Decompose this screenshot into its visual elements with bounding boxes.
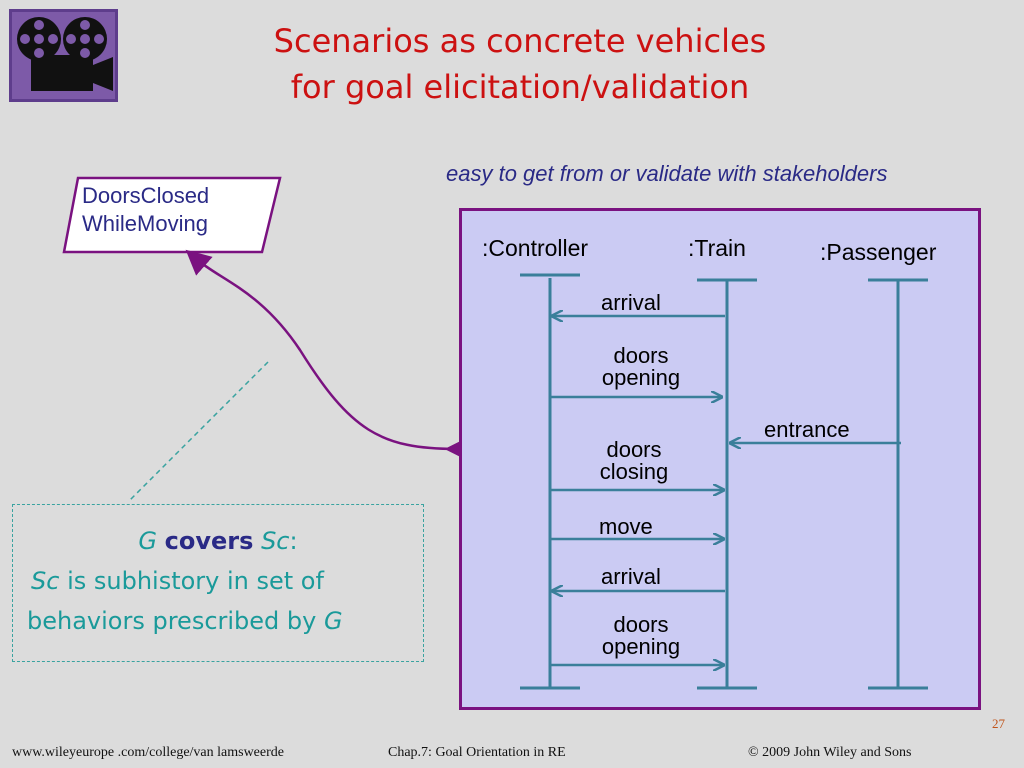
goal-label-line-2: WhileMoving — [82, 211, 208, 236]
scenario-symbol-2: Sc — [31, 567, 60, 595]
goal-node: DoorsClosed WhileMoving — [62, 176, 282, 256]
goal-symbol-2: G — [323, 607, 343, 635]
footer-copyright: © 2009 John Wiley and Sons — [748, 745, 912, 760]
message-label-doors-closing: doors closing — [579, 439, 689, 483]
film-camera-icon — [9, 9, 118, 102]
goal-symbol: G — [138, 527, 158, 555]
message-label-doors-opening-1: doors opening — [586, 345, 696, 389]
colon: : — [289, 527, 298, 555]
scenario-symbol: Sc — [261, 527, 290, 555]
message-label-move: move — [599, 514, 653, 539]
refinement-arrow — [185, 249, 470, 462]
covers-line-3: behaviors prescribed by G — [27, 607, 343, 635]
title-line-2: for goal elicitation/validation — [290, 68, 750, 106]
message-label-arrival-1: arrival — [601, 290, 661, 315]
tagline: easy to get from or validate with stakeh… — [446, 161, 888, 186]
msg-line: closing — [599, 459, 669, 484]
covers-keyword: covers — [164, 527, 254, 555]
msg-line: opening — [601, 365, 681, 390]
msg-line: opening — [601, 634, 681, 659]
message-label-entrance: entrance — [764, 417, 850, 442]
covers-line-2-text: is subhistory in set of — [59, 567, 324, 595]
covers-line-1: G covers Sc: — [13, 527, 423, 555]
footer-chapter: Chap.7: Goal Orientation in RE — [388, 745, 566, 760]
covers-line-2: Sc is subhistory in set of — [31, 567, 324, 595]
title-line-1: Scenarios as concrete vehicles — [273, 22, 767, 60]
covers-line-3-text: behaviors prescribed by — [27, 607, 324, 635]
sequence-diagram: :Controller :Train :Passenger arrival do… — [459, 208, 981, 710]
page-number: 27 — [992, 716, 1005, 731]
goal-label-line-1: DoorsClosed — [82, 183, 210, 208]
message-label-arrival-2: arrival — [601, 564, 661, 589]
msg-line: doors — [613, 612, 669, 637]
msg-line: doors — [613, 343, 669, 368]
actor-passenger: :Passenger — [820, 239, 937, 265]
msg-line: doors — [606, 437, 662, 462]
covers-explanation: G covers Sc: Sc is subhistory in set of … — [12, 504, 424, 662]
slide-title: Scenarios as concrete vehicles for goal … — [200, 18, 840, 110]
message-label-doors-opening-2: doors opening — [586, 614, 696, 658]
covers-dashed-link — [129, 361, 269, 501]
actor-controller: :Controller — [482, 235, 589, 261]
footer-url[interactable]: www.wileyeurope .com/college/van lamswee… — [12, 745, 284, 760]
actor-train: :Train — [688, 235, 746, 261]
